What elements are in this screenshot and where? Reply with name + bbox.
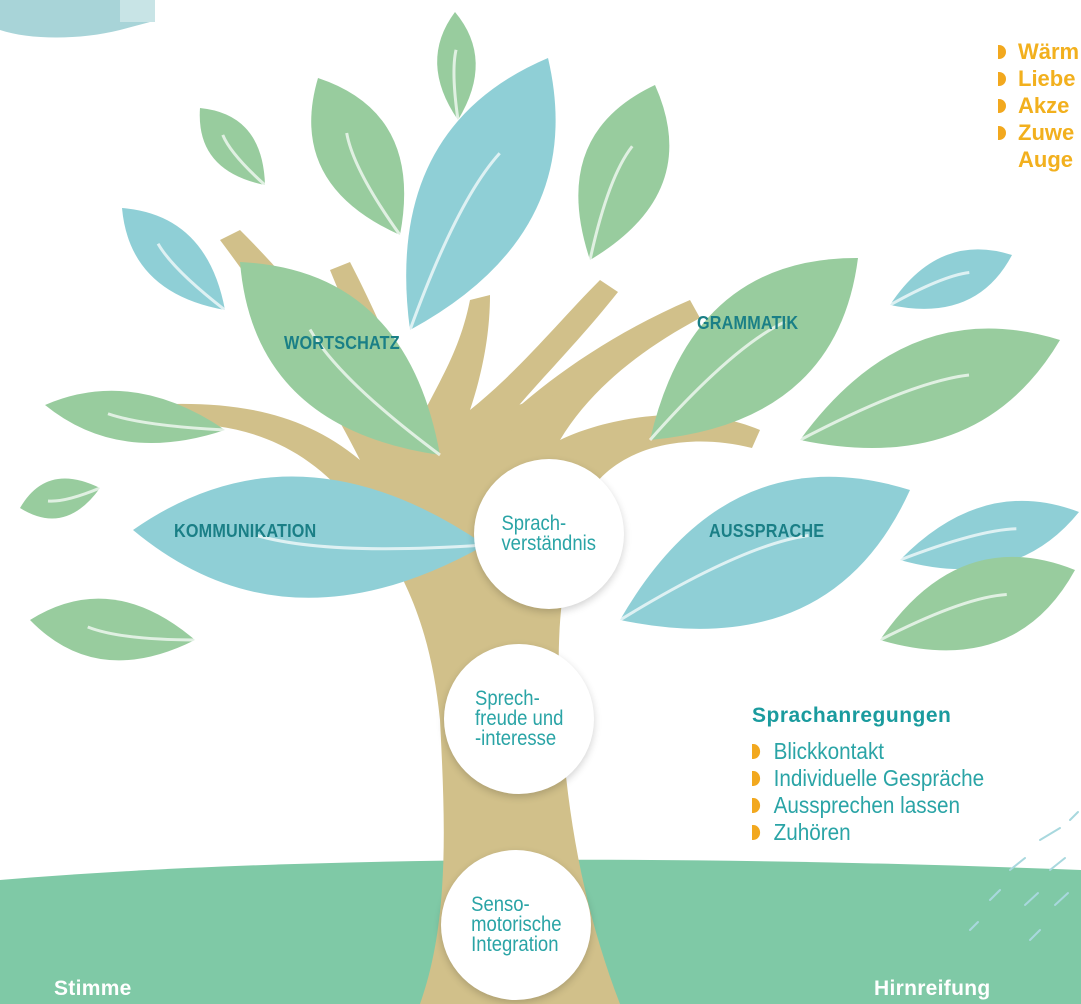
leaf-label-grammatik: GRAMMATIK xyxy=(697,313,799,333)
leaf-left-small xyxy=(199,108,265,185)
bullet-icon xyxy=(998,99,1006,113)
corner-shape xyxy=(120,0,155,22)
leaf-top-small xyxy=(437,12,476,120)
leaf-right-big-vein xyxy=(799,373,970,442)
list-item: Liebe xyxy=(998,65,1079,92)
list-item-text: Individuelle Gespräche xyxy=(773,765,985,791)
leaf-upper-left-vein xyxy=(345,132,402,236)
list-item: Wärm xyxy=(998,38,1079,65)
leaf-left-low xyxy=(30,598,195,661)
leaf-left-blue-vein xyxy=(156,242,226,312)
list-item-text: Auge xyxy=(1018,147,1073,172)
leaf-aussprache xyxy=(620,476,910,629)
circle-text-sensomotorik: Senso- motorische Integration xyxy=(470,893,562,956)
leaf-kommunikation-vein xyxy=(255,533,486,551)
list-item-text: Wärm xyxy=(1018,39,1080,64)
leaf-label-aussprache: AUSSPRACHE xyxy=(709,521,825,541)
leaf-upper-right-vein xyxy=(588,145,634,261)
leaves xyxy=(20,12,1079,661)
leaf-label-wortschatz: WORTSCHATZ xyxy=(284,333,400,353)
tree-trunk xyxy=(145,230,760,1004)
bullet-icon xyxy=(752,771,761,786)
list-item: Zuwe xyxy=(998,119,1079,146)
leaf-grammatik xyxy=(650,257,858,440)
list-item: Akze xyxy=(998,92,1079,119)
list-item-text: Akze xyxy=(1018,93,1070,118)
list-item: Aussprechen lassen xyxy=(752,792,984,819)
bullet-icon xyxy=(752,744,761,759)
list-item: Blickkontakt xyxy=(752,738,984,765)
leaf-right-big xyxy=(800,328,1060,449)
corner-decoration xyxy=(0,0,150,38)
water-drops xyxy=(969,811,1079,941)
list-item-text: Liebe xyxy=(1018,66,1076,91)
leaf-grammatik-vein xyxy=(648,320,786,441)
leaf-left-mid-vein xyxy=(107,412,226,432)
bullet-icon xyxy=(998,72,1006,86)
bullet-icon xyxy=(998,45,1006,59)
leaf-left-far xyxy=(20,478,100,519)
leaf-right-blue-vein xyxy=(899,527,1017,562)
leaf-left-low-vein xyxy=(87,625,196,642)
bullet-icon xyxy=(752,798,761,813)
leaf-top-center xyxy=(406,58,556,330)
list-item: Individuelle Gespräche xyxy=(752,765,984,792)
list-item: Zuhören xyxy=(752,819,984,846)
leaf-right-top-vein xyxy=(889,271,970,307)
bullet-icon xyxy=(752,825,761,840)
bullet-icon xyxy=(998,126,1006,140)
sprachanregungen-list: Blickkontakt Individuelle Gespräche Auss… xyxy=(752,738,1010,846)
circle-text-sprachverstaendnis: Sprach- verständnis xyxy=(501,512,597,555)
leaf-left-blue xyxy=(122,208,225,310)
bottom-label-stimme: Stimme xyxy=(54,977,132,1000)
leaf-kommunikation xyxy=(133,476,485,598)
leaf-label-kommunikation: KOMMUNIKATION xyxy=(174,521,317,541)
list-item-text: Zuwe xyxy=(1018,120,1075,145)
leaf-top-center-vein xyxy=(408,152,501,331)
list-item-text: Blickkontakt xyxy=(773,738,885,764)
sprachanregungen-heading: Sprachanregungen xyxy=(752,704,952,727)
bottom-label-hirnreifung: Hirnreifung xyxy=(874,977,991,1000)
list-item-text: Aussprechen lassen xyxy=(773,792,961,818)
leaf-top-small-vein xyxy=(452,49,460,121)
leaf-right-low xyxy=(880,556,1075,651)
list-item: Auge xyxy=(998,146,1079,173)
leaf-right-low-vein xyxy=(879,593,1007,642)
leaf-upper-left xyxy=(311,78,405,235)
top-right-list: Wärm Liebe Akze Zuwe Auge xyxy=(998,38,1079,173)
leaf-right-blue xyxy=(900,500,1079,570)
leaf-right-top xyxy=(890,249,1012,309)
circle-sprechfreude: Sprech- freude und -interesse xyxy=(444,644,594,794)
circle-sprachverstaendnis: Sprach- verständnis xyxy=(474,459,624,609)
leaf-aussprache-vein xyxy=(619,534,809,622)
circle-sensomotorik: Senso- motorische Integration xyxy=(441,850,591,1000)
list-item-text: Zuhören xyxy=(773,819,851,845)
leaf-upper-right xyxy=(578,85,670,260)
leaf-wortschatz-vein xyxy=(308,328,441,457)
leaf-left-small-vein xyxy=(221,134,266,187)
leaf-wortschatz xyxy=(240,262,440,455)
leaf-left-mid xyxy=(45,390,225,444)
circle-text-sprechfreude: Sprech- freude und -interesse xyxy=(474,687,564,750)
leaf-left-far-vein xyxy=(47,486,101,503)
